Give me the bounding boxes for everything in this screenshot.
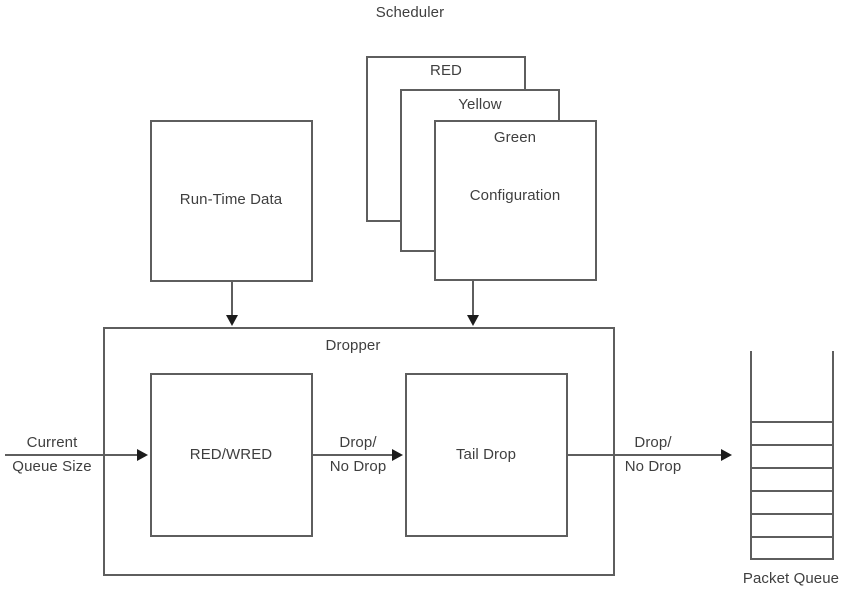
config-card-configuration-label: Configuration [469, 187, 561, 204]
edge-runtime-to-dropper-line [231, 282, 233, 318]
red-wred-label: RED/WRED [189, 446, 273, 463]
packet-queue-divider [750, 421, 834, 423]
packet-queue-divider [750, 444, 834, 446]
packet-queue-graphic[interactable] [750, 351, 834, 560]
current-queue-size-label-line2: Queue Size [12, 458, 92, 475]
edge-config-to-dropper-line [472, 281, 474, 318]
edge-input-queue-size-line [5, 454, 139, 456]
drop-no-drop-mid-label-line2: No Drop [329, 458, 387, 475]
run-time-data-box[interactable] [150, 120, 313, 282]
edge-config-to-dropper-arrowhead [467, 315, 479, 326]
edge-input-queue-size-arrowhead [137, 449, 148, 461]
packet-queue-divider [750, 467, 834, 469]
config-card-green[interactable] [434, 120, 597, 281]
packet-queue-right-wall [832, 351, 834, 558]
packet-queue-divider [750, 536, 834, 538]
current-queue-size-label-line1: Current [26, 434, 78, 451]
packet-queue-divider [750, 513, 834, 515]
diagram-title: Scheduler [375, 4, 445, 21]
drop-no-drop-mid-label-line1: Drop/ [339, 434, 377, 451]
config-card-green-label: Green [493, 129, 537, 146]
config-card-yellow-label: Yellow [458, 96, 502, 113]
packet-queue-left-wall [750, 351, 752, 558]
edge-runtime-to-dropper-arrowhead [226, 315, 238, 326]
config-card-red-label: RED [430, 62, 462, 79]
edge-taildrop-to-queue-arrowhead [721, 449, 732, 461]
edge-taildrop-to-queue-line [568, 454, 723, 456]
edge-redwred-to-taildrop-line [313, 454, 393, 456]
packet-queue-label: Packet Queue [742, 570, 840, 587]
packet-queue-divider [750, 490, 834, 492]
red-wred-box[interactable] [150, 373, 313, 537]
drop-no-drop-out-label-line2: No Drop [624, 458, 682, 475]
edge-redwred-to-taildrop-arrowhead [392, 449, 403, 461]
tail-drop-box[interactable] [405, 373, 568, 537]
run-time-data-label: Run-Time Data [179, 191, 283, 208]
tail-drop-label: Tail Drop [455, 446, 517, 463]
packet-queue-bottom [750, 558, 834, 560]
drop-no-drop-out-label-line1: Drop/ [634, 434, 672, 451]
dropper-label: Dropper [325, 337, 381, 354]
